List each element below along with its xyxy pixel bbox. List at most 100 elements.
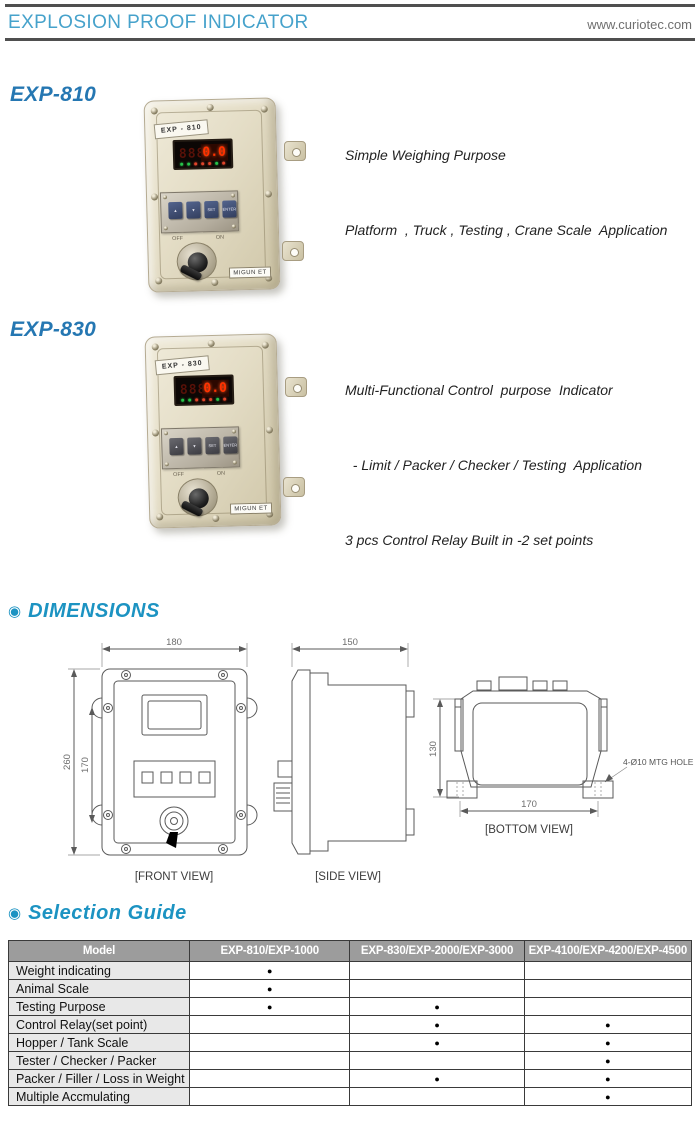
table-row: Hopper / Tank Scale ● ● xyxy=(8,1033,693,1052)
section-bullet-icon: ◉ xyxy=(8,905,22,922)
brand-label: MIGUN ET xyxy=(228,266,272,279)
row-label: Weight indicating xyxy=(8,961,190,980)
screw-icon xyxy=(212,514,220,523)
mark-cell: ● xyxy=(523,1051,693,1070)
table-row: Multiple Accmulating ● xyxy=(8,1087,693,1106)
mark-cell xyxy=(523,961,693,980)
key-set-button: SET xyxy=(205,436,220,455)
header-bottom-rule xyxy=(5,38,695,41)
row-label: Animal Scale xyxy=(8,979,190,998)
switch-on-label: ON xyxy=(216,470,226,477)
key-down-button: ▼ xyxy=(186,201,201,219)
product-title-exp830: EXP-830 xyxy=(10,318,97,341)
mark-cell xyxy=(349,961,525,980)
device-body: EXP - 810 888 0.0 ▲ ▼ SET ENTER OFF ON M… xyxy=(143,97,281,293)
screw-icon xyxy=(163,431,169,436)
led-display: 888 0.0 xyxy=(173,374,235,407)
mtg-hole-note: 4-Ø10 MTG HOLE xyxy=(623,757,694,767)
switch-off-label: OFF xyxy=(172,235,184,243)
table-row: Testing Purpose ● ● xyxy=(8,997,693,1016)
column-header-exp810: EXP-810/EXP-1000 xyxy=(188,940,351,962)
keypad-panel: ▲ ▼ SET ENTER xyxy=(160,426,240,470)
key-enter-button: ENTER xyxy=(222,200,237,218)
mark-cell xyxy=(349,1051,525,1070)
mark-cell xyxy=(188,1015,351,1034)
mounting-bracket xyxy=(283,477,305,497)
front-view-drawing: 180 260 170 [FRONT VIEW] xyxy=(62,637,258,883)
description-line: Simple Weighing Purpose xyxy=(345,147,506,163)
screw-icon xyxy=(265,426,274,434)
row-label: Packer / Filler / Loss in Weight xyxy=(8,1069,190,1088)
mark-cell xyxy=(188,1033,351,1052)
website-url: www.curiotec.com xyxy=(587,17,692,32)
mark-cell xyxy=(188,1069,351,1088)
description-line: 3 pcs Control Relay Built in -2 set poin… xyxy=(345,532,594,548)
mark-cell xyxy=(349,979,525,998)
front-width-dim: 180 xyxy=(166,637,182,648)
product-photo-exp830: EXP - 830 888 0.0 ▲ ▼ SET ENTER OFF ON M… xyxy=(144,333,307,531)
screw-icon xyxy=(156,513,164,521)
screw-icon xyxy=(163,226,168,231)
row-label: Multiple Accmulating xyxy=(8,1087,190,1106)
led-display: 888 0.0 xyxy=(172,138,234,171)
product-description-exp830: Multi-Functional Control purpose Indicat… xyxy=(345,328,642,578)
key-up-button: ▲ xyxy=(169,437,184,456)
mark-cell: ● xyxy=(349,1069,525,1088)
mounting-bracket xyxy=(285,377,307,397)
keypad-keys: ▲ ▼ SET ENTER xyxy=(169,436,238,456)
screw-icon xyxy=(211,278,219,287)
mark-cell xyxy=(523,979,693,998)
section-title: DIMENSIONS xyxy=(28,600,160,622)
front-view-label: [FRONT VIEW] xyxy=(135,871,213,883)
screw-icon xyxy=(150,193,159,201)
device-body: EXP - 830 888 0.0 ▲ ▼ SET ENTER OFF ON M… xyxy=(144,333,282,529)
bottom-view-label: [BOTTOM VIEW] xyxy=(485,824,573,836)
brand-label: MIGUN ET xyxy=(229,502,273,515)
screw-icon xyxy=(264,190,273,198)
row-label: Control Relay(set point) xyxy=(8,1015,190,1034)
switch-off-label: OFF xyxy=(173,471,185,479)
switch-knob-icon xyxy=(179,252,209,282)
screw-icon xyxy=(231,429,237,434)
table-row: Tester / Checker / Packer ● xyxy=(8,1051,693,1070)
mark-cell xyxy=(188,1087,351,1106)
screw-icon xyxy=(231,224,236,229)
mounting-bracket xyxy=(282,241,304,261)
description-line: - Limit / Packer / Checker / Testing App… xyxy=(345,457,642,473)
row-label: Testing Purpose xyxy=(8,997,190,1016)
screw-icon xyxy=(162,195,168,200)
screw-icon xyxy=(151,429,160,437)
key-enter-button: ENTER xyxy=(223,436,238,454)
table-row: Packer / Filler / Loss in Weight ● ● xyxy=(8,1069,693,1088)
mounting-bracket xyxy=(284,141,306,161)
table-row: Control Relay(set point) ● ● xyxy=(8,1015,693,1034)
switch-knob-icon xyxy=(180,488,210,518)
mark-cell: ● xyxy=(523,1015,693,1034)
table-row: Weight indicating ● xyxy=(8,961,693,980)
indicator-leds xyxy=(181,397,227,402)
mark-cell: ● xyxy=(349,997,525,1016)
row-label: Tester / Checker / Packer xyxy=(8,1051,190,1070)
screw-icon xyxy=(164,462,169,467)
page-title: EXPLOSION PROOF INDICATOR xyxy=(8,12,309,33)
description-line: Multi-Functional Control purpose Indicat… xyxy=(345,382,613,398)
column-header-exp4100: EXP-4100/EXP-4200/EXP-4500 xyxy=(523,940,693,962)
switch-on-label: ON xyxy=(215,234,225,241)
screw-icon xyxy=(261,341,269,349)
indicator-leds xyxy=(180,161,226,166)
front-inner-height-dim: 170 xyxy=(80,757,91,773)
side-view-label: [SIDE VIEW] xyxy=(315,871,381,883)
column-header-exp830: EXP-830/EXP-2000/EXP-3000 xyxy=(349,940,525,962)
display-red-digits: 0.0 xyxy=(201,379,230,398)
mark-cell: ● xyxy=(349,1033,525,1052)
key-set-button: SET xyxy=(204,200,219,219)
keypad-panel: ▲ ▼ SET ENTER xyxy=(159,190,239,234)
mark-cell: ● xyxy=(188,961,351,980)
mark-cell xyxy=(349,1087,525,1106)
description-line: Platform , Truck , Testing , Crane Scale… xyxy=(345,222,668,238)
screw-icon xyxy=(155,277,163,285)
column-header-model: Model xyxy=(8,940,190,962)
table-row: Animal Scale ● xyxy=(8,979,693,998)
mark-cell: ● xyxy=(188,997,351,1016)
mark-cell: ● xyxy=(188,979,351,998)
